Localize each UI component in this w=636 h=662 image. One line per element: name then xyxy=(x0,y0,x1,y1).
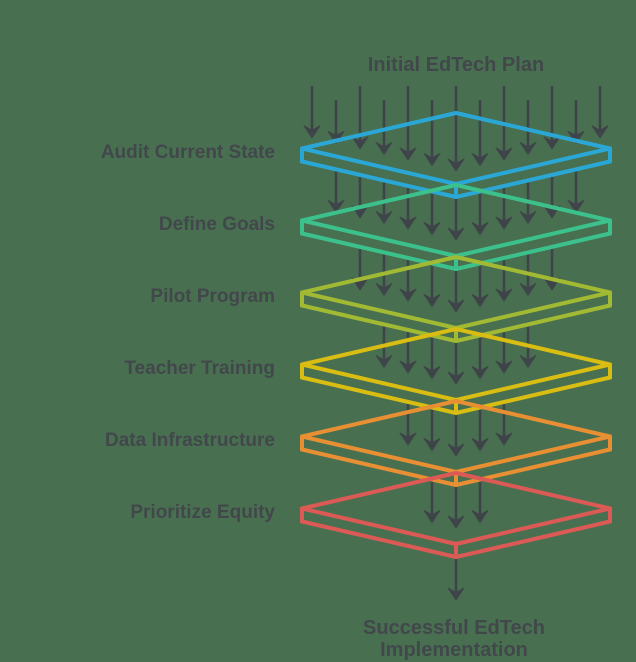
flow-arrowhead xyxy=(399,288,417,302)
layer-label-data-infrastructure: Data Infrastructure xyxy=(105,430,275,451)
flow-arrowhead xyxy=(495,216,513,230)
flow-arrowhead xyxy=(471,365,489,379)
flow-arrowhead xyxy=(327,199,345,213)
flow-arrowhead xyxy=(519,354,537,368)
flow-arrowhead xyxy=(423,365,441,379)
flow-arrowhead xyxy=(399,216,417,230)
flow-arrowhead xyxy=(423,221,441,235)
flow-arrowhead xyxy=(447,587,465,601)
flow-arrowhead xyxy=(471,221,489,235)
flow-arrowhead xyxy=(423,437,441,451)
flow-arrowhead xyxy=(375,282,393,296)
flow-arrowhead xyxy=(375,141,393,155)
flow-arrowhead xyxy=(519,141,537,155)
flow-arrowhead xyxy=(495,432,513,446)
flow-arrowhead xyxy=(495,147,513,161)
layer-label-define-goals: Define Goals xyxy=(158,214,275,235)
flow-arrowhead xyxy=(423,293,441,307)
layer-label-teacher-training: Teacher Training xyxy=(124,358,275,379)
flow-arrowhead xyxy=(447,227,465,241)
flow-arrowhead xyxy=(423,152,441,166)
flow-arrowhead xyxy=(375,210,393,224)
layer-label-prioritize-equity: Prioritize Equity xyxy=(130,502,275,523)
flow-arrowhead xyxy=(519,210,537,224)
flow-arrowhead xyxy=(567,130,585,144)
flow-arrowhead xyxy=(447,443,465,457)
flow-arrowhead xyxy=(399,147,417,161)
flow-arrowhead xyxy=(375,354,393,368)
flow-arrowhead xyxy=(327,130,345,144)
flow-arrowhead xyxy=(447,371,465,385)
flow-arrowhead xyxy=(423,509,441,523)
layer-label-audit-current-state: Audit Current State xyxy=(100,142,275,163)
sink-label-line2: Implementation xyxy=(380,639,528,661)
flow-arrowhead xyxy=(471,437,489,451)
flow-arrowhead xyxy=(591,125,609,139)
sink-label-line1: Successful EdTech xyxy=(363,617,545,639)
flow-arrowhead xyxy=(351,136,369,150)
flow-arrowhead xyxy=(447,515,465,529)
flow-arrowhead xyxy=(471,293,489,307)
source-node-label: Initial EdTech Plan xyxy=(367,54,545,76)
flow-arrowhead xyxy=(543,136,561,150)
sink-node-label: Successful EdTech Implementation xyxy=(363,617,545,661)
flow-arrowhead xyxy=(567,199,585,213)
flow-arrowhead xyxy=(447,299,465,313)
flow-arrowhead xyxy=(399,432,417,446)
flow-arrowhead xyxy=(519,282,537,296)
flow-arrowhead xyxy=(471,152,489,166)
flow-arrowhead xyxy=(471,509,489,523)
flow-arrowhead xyxy=(399,360,417,374)
flow-arrowhead xyxy=(495,288,513,302)
flow-arrowhead xyxy=(447,158,465,172)
flow-arrowhead xyxy=(303,125,321,139)
flow-arrowhead xyxy=(495,360,513,374)
layer-label-pilot-program: Pilot Program xyxy=(150,286,275,307)
